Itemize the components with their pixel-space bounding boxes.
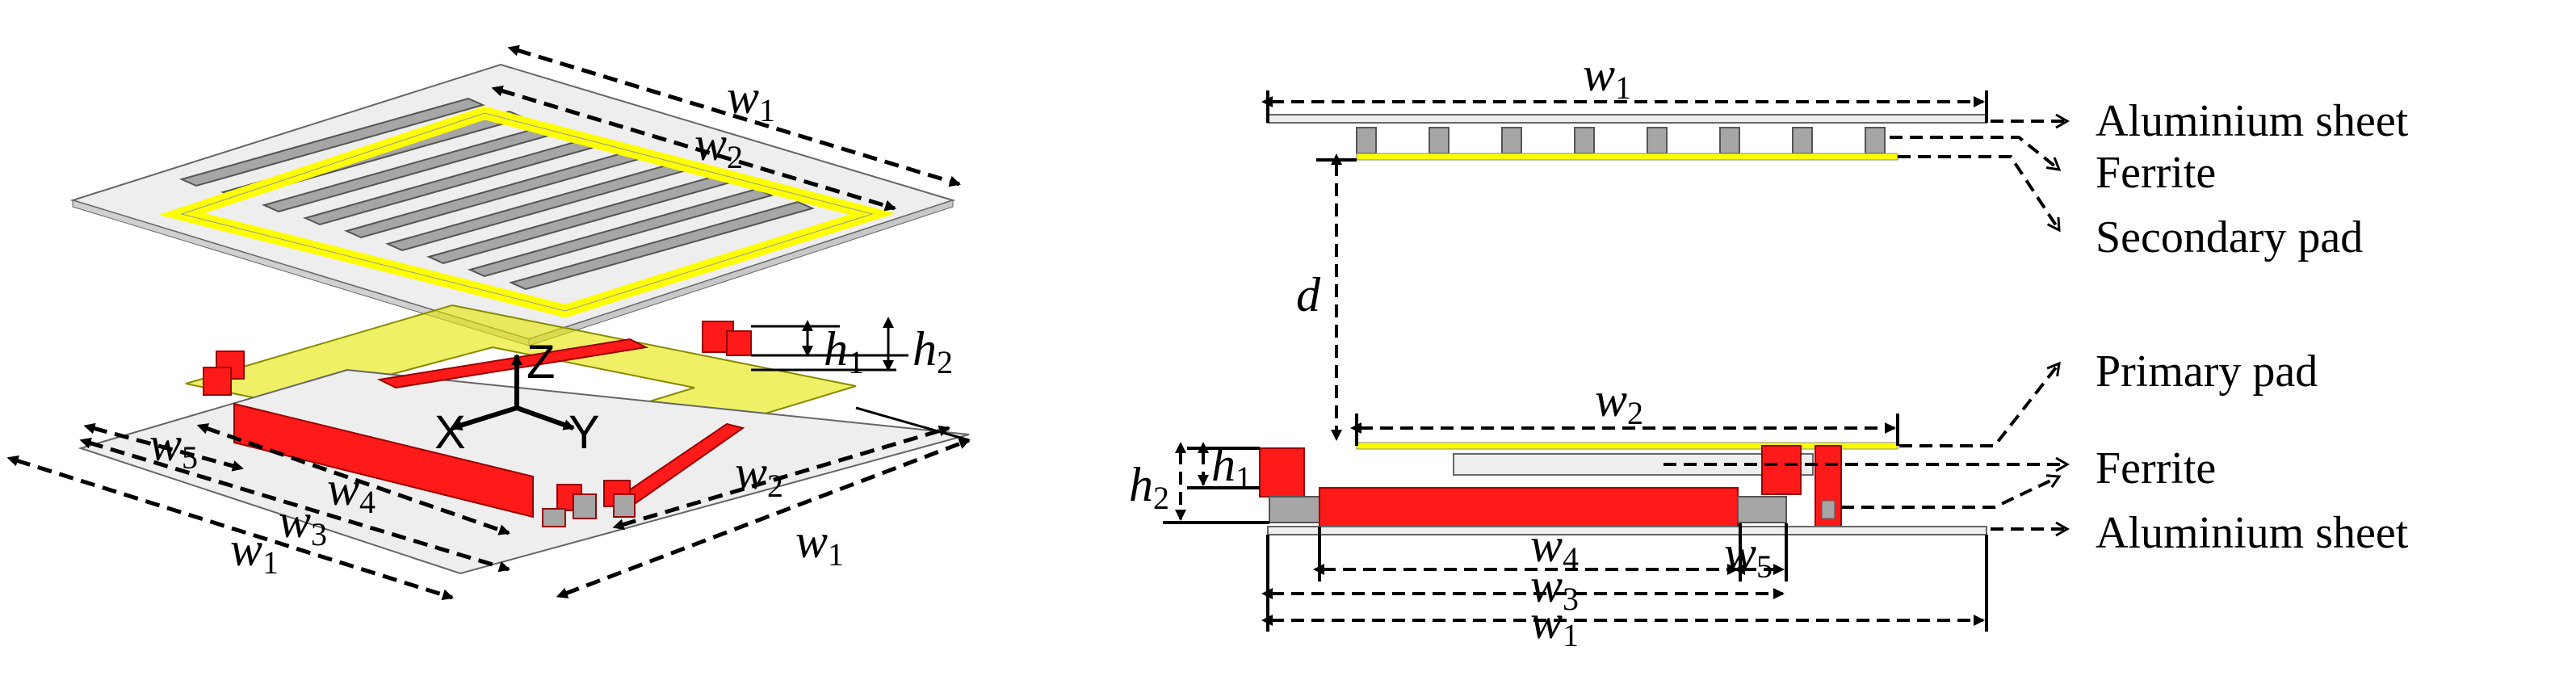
- side-h2-label: h2: [1129, 458, 1169, 516]
- iso-w2-bottom-label: w2: [735, 446, 783, 504]
- side-w3-label: w3: [1530, 559, 1579, 617]
- side-bottom-ferrite-plate: [1453, 453, 1814, 476]
- iso-h1-label: h1: [824, 322, 864, 380]
- label-aluminium-sheet-bottom: Aluminium sheet: [2096, 508, 2409, 558]
- side-h1-label: h1: [1211, 438, 1252, 496]
- side-bottom-ferrite-left: [1269, 496, 1320, 523]
- axis-y-label: Y: [568, 406, 600, 459]
- side-bottom-aluminium: [1267, 526, 1987, 535]
- side-top-ferrite-blocks: [1356, 127, 1886, 154]
- label-ferrite-bottom: Ferrite: [2096, 443, 2216, 493]
- isometric-view: Z X Y w1 w2 h1 h2 w2 w1 w5 w4: [6, 44, 971, 601]
- iso-w4-label: w4: [327, 462, 375, 520]
- side-secondary-pad: [1356, 153, 1898, 161]
- side-d-label: d: [1296, 268, 1321, 321]
- iso-w2-top-label: w2: [694, 117, 743, 175]
- iso-w1-bottom-right-label: w1: [795, 514, 844, 573]
- iso-h2-label: h2: [913, 322, 953, 380]
- side-top-aluminium: [1267, 114, 1987, 124]
- label-aluminium-sheet-top: Aluminium sheet: [2096, 96, 2409, 146]
- side-coil-left: [1259, 447, 1305, 498]
- label-primary-pad: Primary pad: [2096, 346, 2318, 397]
- label-ferrite-top: Ferrite: [2096, 148, 2216, 198]
- side-w5-label: w5: [1724, 527, 1773, 585]
- axis-z-label: Z: [527, 336, 555, 388]
- label-secondary-pad: Secondary pad: [2096, 212, 2363, 262]
- label-leaders: [1663, 113, 2070, 537]
- iso-w1-bottom-left-label: w1: [230, 523, 279, 581]
- side-coil-right-a: [1761, 445, 1802, 495]
- iso-w3-label: w3: [279, 494, 327, 552]
- side-coil-main: [1319, 487, 1739, 529]
- side-bottom-ferrite-right: [1737, 496, 1787, 523]
- side-w1-top-label: w1: [1583, 48, 1631, 106]
- side-w2-label: w2: [1595, 373, 1643, 431]
- iso-w5-label: w5: [149, 418, 198, 476]
- iso-w1-top-label: w1: [727, 70, 775, 128]
- side-w1-bottom-label: w1: [1530, 595, 1579, 653]
- iso-dimension-lines: [6, 44, 971, 601]
- axis-x-label: X: [434, 406, 466, 459]
- side-w4-label: w4: [1530, 519, 1579, 577]
- side-view: w1 d w2 h1 h2 w4 w5 w3 w1 Aluminium shee…: [1129, 48, 2409, 653]
